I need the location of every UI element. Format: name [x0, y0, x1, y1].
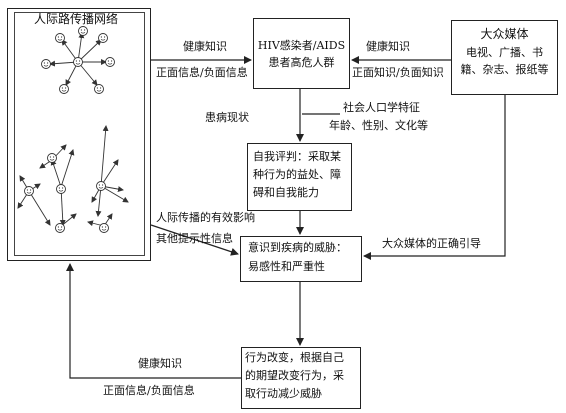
face-eye: [100, 36, 102, 38]
face-eye: [75, 60, 77, 62]
behavior-line3: 取行动减少威胁: [245, 387, 322, 400]
mass-media-box: [451, 20, 558, 95]
threat-line2: 易感性和严重性: [248, 260, 325, 273]
face-mouth: [26, 191, 32, 194]
face-eye: [84, 29, 86, 31]
person-node-icon: [59, 84, 69, 94]
face-mouth: [98, 186, 104, 189]
face-eye: [43, 62, 46, 64]
face-eye: [49, 156, 52, 158]
self-eval-line1: 自我评判：采取某: [253, 150, 341, 163]
face-mouth: [100, 38, 106, 41]
other-cues-label: 其他提示性信息: [156, 232, 233, 245]
behavior-to-net-label-top: 健康知识: [138, 357, 182, 370]
face-mouth: [57, 38, 63, 41]
network-title: 人际路传播网络: [34, 12, 119, 26]
person-node-icon: [94, 84, 104, 94]
threat-line1: 意识到疾病的威胁：: [248, 241, 347, 254]
face-eye: [61, 36, 63, 38]
face-eye: [111, 60, 113, 62]
face-eye: [47, 62, 49, 64]
face-eye: [26, 189, 28, 191]
face-eye: [30, 189, 32, 191]
face-eye: [107, 60, 109, 62]
person-node-icon: [55, 223, 65, 233]
face-eye: [61, 87, 64, 89]
media-label-line2: 电视、广播、书: [466, 46, 543, 59]
hiv-high-risk-group-box: [253, 18, 350, 89]
arrow-media-to-threat: [363, 95, 506, 260]
face-mouth: [43, 64, 49, 67]
face-eye: [101, 226, 103, 228]
face-eye: [57, 226, 60, 228]
person-node-icon: [24, 186, 34, 196]
behavior-line2: 的期望改变行为，采: [245, 369, 344, 382]
media-label-line1: 大众媒体: [480, 27, 529, 41]
interpersonal-network-panel: [7, 8, 151, 261]
face-eye: [57, 36, 60, 38]
self-evaluation-box: [247, 143, 352, 211]
person-node-icon: [98, 33, 108, 43]
face-eye: [65, 87, 67, 89]
media-guidance-label: 大众媒体的正确引导: [382, 237, 481, 250]
self-eval-line3: 碍和自我能力: [253, 186, 319, 199]
face-eye: [96, 87, 98, 89]
media-to-hiv-label-bottom: 正面知识/负面知识: [352, 66, 444, 79]
star-network-nodes: [41, 26, 115, 94]
disease-threat-box: [240, 236, 362, 282]
behavior-line1: 行为改变，根据自己: [245, 351, 344, 364]
self-eval-line2: 种行为的益处、障: [253, 168, 341, 181]
person-node-icon: [105, 57, 115, 67]
media-to-hiv-label-top: 健康知识: [366, 40, 410, 53]
arrow-behavior-to-network: [66, 263, 241, 379]
media-label-line3: 籍、杂志、报纸等: [460, 63, 549, 76]
face-eye: [58, 187, 61, 189]
person-node-icon: [56, 184, 66, 194]
social-demo-label-2: 年龄、性别、文化等: [329, 119, 428, 132]
interpersonal-effect-label: 人际传播的有效影响: [156, 211, 255, 224]
face-eye: [100, 87, 102, 89]
face-mouth: [57, 228, 63, 231]
social-demo-label-1: 社会人口学特征: [343, 101, 420, 114]
person-node-icon: [73, 57, 83, 67]
face-mouth: [58, 189, 64, 192]
face-eye: [62, 187, 64, 189]
person-node-icon: [55, 33, 65, 43]
net-to-hiv-label-top: 健康知识: [183, 40, 227, 53]
network-graph-area: [14, 12, 145, 256]
disease-status-label: 患病现状: [205, 111, 249, 124]
arrow-network-to-threat: [150, 224, 239, 256]
hiv-label-line2: 患者高危人群: [268, 56, 335, 69]
branching-network-nodes: [24, 153, 109, 233]
face-eye: [104, 36, 106, 38]
face-mouth: [61, 89, 67, 92]
branching-network-edges: [17, 125, 129, 228]
face-eye: [102, 184, 104, 186]
face-mouth: [49, 158, 55, 161]
face-eye: [61, 226, 63, 228]
behavior-change-box: [241, 347, 361, 409]
face-eye: [53, 156, 55, 158]
behavior-to-net-label-bottom: 正面信息/负面信息: [103, 384, 195, 397]
hiv-label-line1: HIV感染者/AIDS: [257, 39, 346, 52]
face-mouth: [75, 62, 81, 65]
face-eye: [80, 29, 82, 31]
person-node-icon: [96, 181, 106, 191]
face-eye: [98, 184, 100, 186]
face-mouth: [96, 89, 102, 92]
person-node-icon: [41, 59, 51, 69]
person-node-icon: [99, 223, 109, 233]
face-mouth: [80, 31, 86, 34]
face-eye: [105, 226, 107, 228]
person-node-icon: [47, 153, 57, 163]
face-mouth: [107, 62, 113, 65]
person-node-icon: [78, 26, 88, 36]
face-mouth: [101, 228, 107, 231]
net-to-hiv-label-bottom: 正面信息/负面信息: [156, 66, 248, 79]
face-eye: [79, 60, 81, 62]
